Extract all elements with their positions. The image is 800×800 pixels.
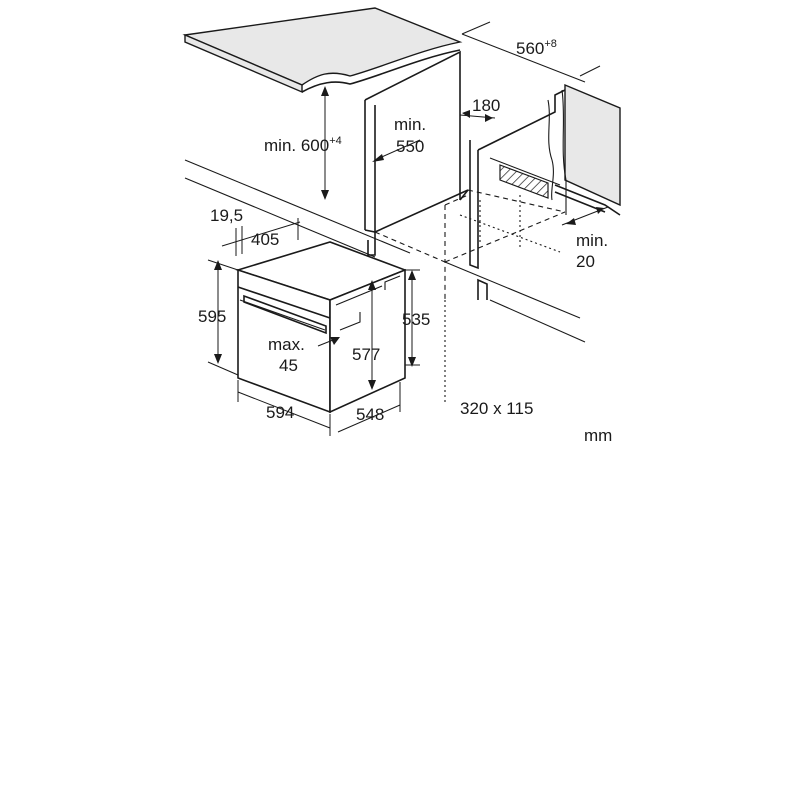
- label-gap-top: 19,5: [210, 206, 243, 225]
- label-min-gap-2: 20: [576, 252, 595, 271]
- label-oven-height: 595: [198, 307, 226, 326]
- label-oven-width: 594: [266, 403, 294, 422]
- label-oven-depth: 548: [356, 405, 384, 424]
- dimension-lines: [207, 21, 609, 436]
- hidden-lines: [374, 189, 566, 405]
- label-max-1: max.: [268, 335, 305, 354]
- vent-opening: [489, 157, 561, 199]
- label-min-height: min. 600+4: [264, 135, 342, 155]
- label-max-2: 45: [279, 356, 298, 375]
- label-min-depth-1: min.: [394, 115, 426, 134]
- label-vent-size: 320 x 115: [460, 399, 533, 418]
- label-min-gap-1: min.: [576, 231, 608, 250]
- dimension-labels: 560+8 180 min. 600+4 min. 550 19,5 405 5…: [198, 38, 612, 445]
- label-niche-width: 560+8: [516, 38, 557, 58]
- label-min-depth-2: 550: [396, 137, 424, 156]
- oven: [235, 241, 408, 414]
- label-vent-depth: 180: [472, 96, 500, 115]
- label-unit: mm: [584, 426, 612, 445]
- worktop: [182, 7, 621, 207]
- label-inner-height: 577: [352, 345, 380, 364]
- floor-lines: [184, 159, 586, 343]
- label-niche-height: 535: [402, 310, 430, 329]
- label-depth-top: 405: [251, 230, 279, 249]
